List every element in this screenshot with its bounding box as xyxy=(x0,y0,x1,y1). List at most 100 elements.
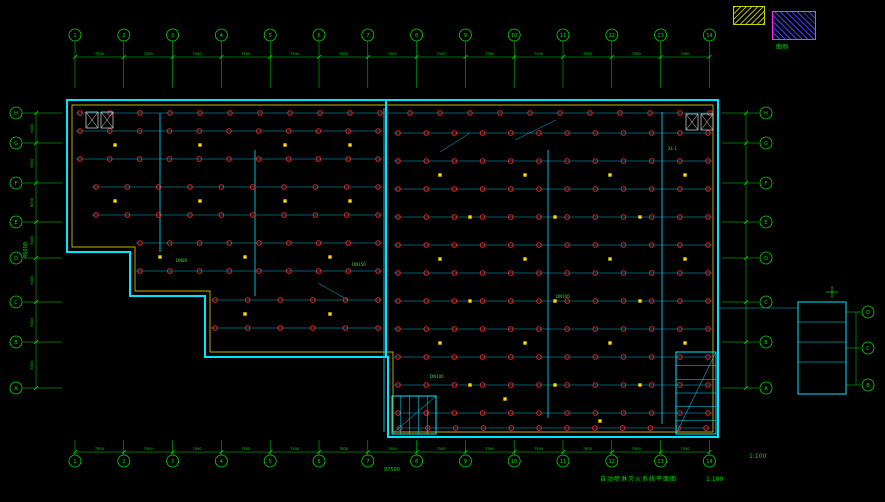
sprinkler-icon xyxy=(107,128,113,134)
grid-bubble-label: 3 xyxy=(171,33,174,39)
junction-marker-icon xyxy=(328,255,332,259)
sprinkler-icon xyxy=(703,425,709,431)
sprinkler-icon xyxy=(536,158,542,164)
dim-segment-label: 7500 xyxy=(144,447,154,451)
legend-hatch-olive xyxy=(733,6,765,25)
grid-bubble-label: 5 xyxy=(269,459,272,465)
sprinkler-icon xyxy=(423,382,429,388)
sprinkler-icon xyxy=(467,110,473,116)
sprinkler-icon xyxy=(281,184,287,190)
sprinkler-icon xyxy=(677,242,683,248)
sprinkler-icon xyxy=(244,325,251,331)
grid-bubble-label: 7 xyxy=(366,459,369,465)
grid-bubble-label: D xyxy=(764,256,768,262)
axis-grid: 1750027500375004750057500675007750087500… xyxy=(9,28,875,473)
sprinkler-icon xyxy=(257,110,263,116)
grid-bubble xyxy=(703,28,716,42)
sprinkler-icon xyxy=(155,212,162,218)
sprinkler-icon xyxy=(451,354,458,360)
pipe-size-label: DN80 xyxy=(176,258,188,263)
sprinkler-icon xyxy=(226,240,232,246)
sprinkler-icon xyxy=(395,382,401,388)
grid-bubble-label: 9 xyxy=(464,33,467,39)
sprinkler-icon xyxy=(536,214,542,220)
sprinkler-icon xyxy=(620,354,627,360)
sprinkler-icon xyxy=(423,270,429,276)
sprinkler-icon xyxy=(166,128,173,134)
sprinkler-icon xyxy=(648,270,655,276)
sprinkler-icon xyxy=(536,270,542,276)
sprinkler-icon xyxy=(256,128,262,134)
grid-bubble-label: C xyxy=(14,300,18,306)
grid-bubble xyxy=(263,454,277,468)
sprinkler-icon xyxy=(479,130,486,136)
sprinkler-icon xyxy=(136,156,143,162)
sprinkler-icon xyxy=(507,270,514,276)
sprinkler-icon xyxy=(617,110,623,116)
sprinkler-icon xyxy=(256,156,262,162)
grid-bubble-label: 13 xyxy=(657,33,663,39)
sprinkler-icon xyxy=(377,110,383,116)
grid-bubble-label: 8 xyxy=(415,459,418,465)
sprinkler-icon xyxy=(508,425,515,431)
sprinkler-icon xyxy=(124,212,131,218)
grid-bubble xyxy=(9,136,23,150)
dim-total-label: 97500 xyxy=(384,467,400,473)
sprinkler-icon xyxy=(507,242,514,248)
grid-bubble xyxy=(9,251,23,265)
sprinkler-icon xyxy=(452,425,459,431)
grid-bubble-label: A xyxy=(764,386,768,392)
sprinkler-icon xyxy=(77,156,83,162)
sprinkler-icon xyxy=(423,410,429,416)
grid-bubble-label: 1 xyxy=(73,33,76,39)
grid-bubble xyxy=(214,454,228,468)
dim-segment-label: 7500 xyxy=(436,447,446,451)
sprinkler-icon xyxy=(451,326,458,332)
sprinkler-icon xyxy=(423,242,429,248)
sprinkler-icon xyxy=(375,184,381,190)
sprinkler-icon xyxy=(564,214,570,220)
junction-marker-icon xyxy=(683,257,687,261)
junction-marker-icon xyxy=(243,312,247,316)
grid-bubble xyxy=(759,215,773,229)
grid-bubble-label: 10 xyxy=(511,33,517,39)
sprinkler-icon xyxy=(564,354,570,360)
sprinkler-icon xyxy=(375,128,381,134)
sprinkler-icon xyxy=(342,297,349,303)
sprinkler-icon xyxy=(395,270,401,276)
sprinkler-icon xyxy=(124,184,131,190)
grid-bubble-label: F xyxy=(15,181,18,187)
sprinkler-icon xyxy=(705,242,711,248)
sprinkler-icon xyxy=(479,270,486,276)
sprinkler-icon xyxy=(587,110,593,116)
sprinkler-icon xyxy=(648,214,655,220)
junction-marker-icon xyxy=(198,143,202,147)
sprinkler-icon xyxy=(256,240,262,246)
sprinkler-icon xyxy=(705,130,711,136)
grid-bubble xyxy=(9,381,23,395)
sprinkler-icon xyxy=(705,326,711,332)
junction-markers xyxy=(113,143,687,423)
sprinkler-icon xyxy=(196,128,202,134)
sprinkler-icon xyxy=(591,425,598,431)
grid-bubble-label: 6 xyxy=(317,33,320,39)
sprinkler-icon xyxy=(137,240,143,246)
sprinkler-icon xyxy=(592,410,599,416)
sprinkler-icon xyxy=(677,158,683,164)
sprinkler-icon xyxy=(345,128,351,134)
sprinkler-icon xyxy=(395,410,401,416)
junction-marker-icon xyxy=(468,299,472,303)
junction-marker-icon xyxy=(553,215,557,219)
sprinkler-icon xyxy=(315,156,322,162)
sprinkler-icon xyxy=(317,110,323,116)
sprinkler-icon xyxy=(648,298,655,304)
equipment-cross xyxy=(700,113,714,131)
sprinkler-icon xyxy=(507,326,514,332)
sprinkler-icon xyxy=(620,382,627,388)
dim-segment-label: 7500 xyxy=(534,52,544,56)
sprinkler-icon xyxy=(648,158,655,164)
sprinkler-icon xyxy=(451,242,458,248)
sprinkler-icon xyxy=(315,268,322,274)
sprinkler-icon xyxy=(187,212,193,218)
